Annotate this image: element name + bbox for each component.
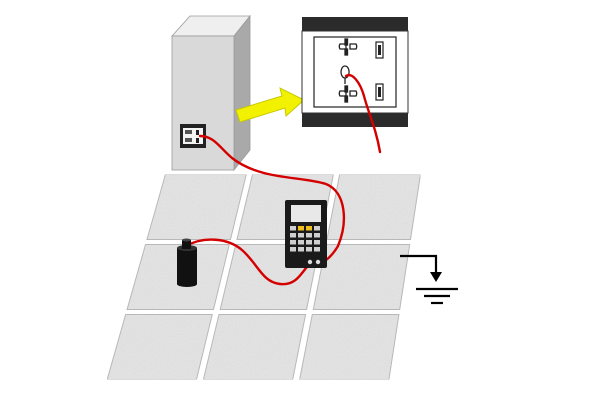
meter-key <box>298 233 304 238</box>
upper-socket <box>338 38 358 56</box>
meter-screen <box>291 205 321 222</box>
meter-key <box>306 247 312 252</box>
meter-jack-a <box>307 259 313 265</box>
outlet-bottom-band <box>302 113 408 127</box>
ground-pin-icon <box>340 65 350 84</box>
floor-tile <box>106 314 213 380</box>
meter-key <box>290 240 296 245</box>
floor-tile <box>202 314 307 380</box>
ground-symbol-icon <box>400 254 458 305</box>
right-slot-top <box>375 41 384 59</box>
floor-tile <box>299 314 400 380</box>
meter-key <box>298 247 304 252</box>
outlet-top-band <box>302 17 408 31</box>
floor-tile <box>312 244 411 310</box>
meter-key <box>314 240 320 245</box>
meter-key <box>314 247 320 252</box>
cabinet-side <box>233 14 251 172</box>
meter-key <box>290 247 296 252</box>
floor-tile <box>146 174 247 240</box>
meter-key <box>314 233 320 238</box>
wall-outlet-icon <box>301 17 409 127</box>
wire-electrode-to-meter <box>184 238 312 286</box>
meter-key <box>306 233 312 238</box>
equipment-cabinet-icon <box>171 14 251 172</box>
floor-tile <box>326 174 422 240</box>
multimeter-icon <box>285 200 327 268</box>
meter-key <box>290 233 296 238</box>
meter-keypad <box>290 226 320 252</box>
zoom-arrow-icon <box>235 87 305 123</box>
wire-cabinet-to-meter <box>198 134 345 266</box>
meter-key <box>298 226 304 231</box>
meter-key <box>306 240 312 245</box>
test-electrode-icon <box>177 238 197 287</box>
lower-socket <box>338 85 358 103</box>
meter-key <box>314 226 320 231</box>
wire-outlet-lead <box>344 73 382 154</box>
meter-key <box>290 226 296 231</box>
right-slot-bottom <box>375 83 384 101</box>
meter-jack-b <box>315 259 321 265</box>
meter-key <box>298 240 304 245</box>
meter-key <box>306 226 312 231</box>
